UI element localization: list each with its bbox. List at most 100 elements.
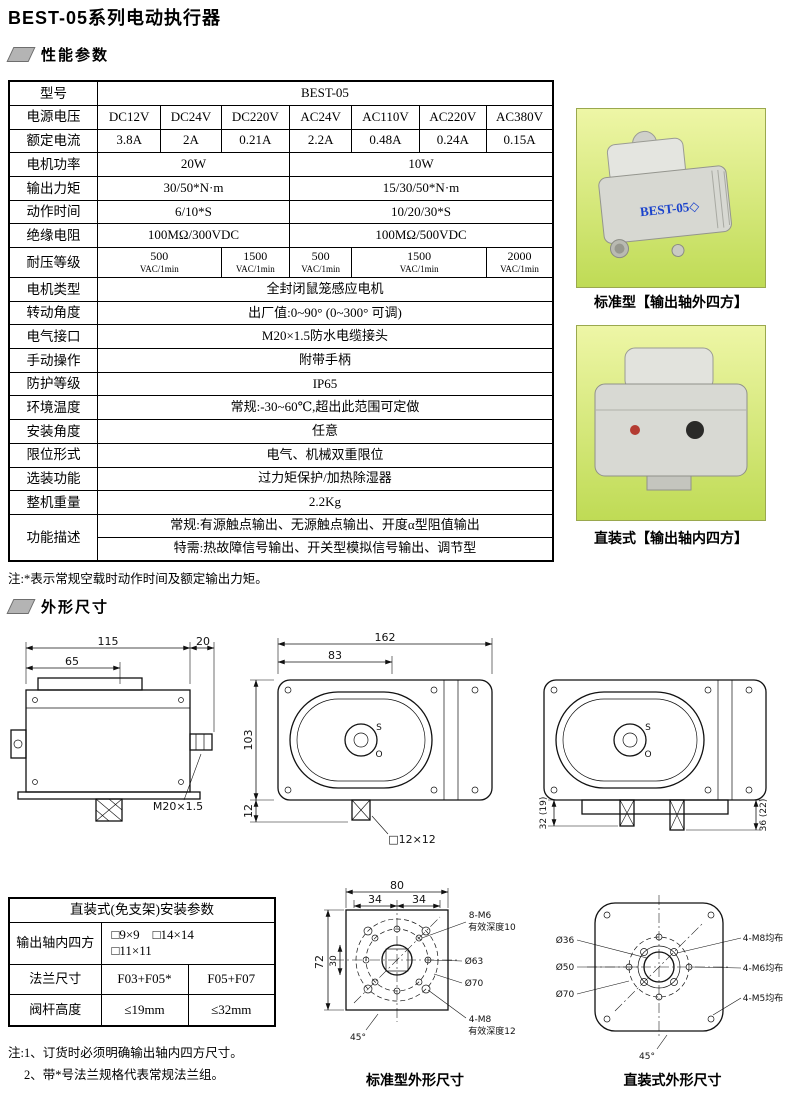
dim-103: 103 [242,730,255,751]
product-badge: BEST-05◇ [639,198,700,219]
dim-20: 20 [196,635,210,648]
label-4-m8: 4-M8 [469,1015,492,1025]
caption-direct-dimensions: 直装式外形尺寸 [623,1072,722,1088]
spec-value-rotation: 出厂值:0~90° (0~300° 可调) [96,300,554,326]
spec-label-withstand: 耐压等级 [8,247,98,279]
withstand-unit: VAC/1min [399,264,439,275]
spec-value-current-0: 3.8A [96,128,162,154]
mount-value-flange-1: F03+F05* [100,963,189,996]
spec-label-mounting: 安装角度 [8,419,98,444]
product-photo-direct [576,325,766,521]
withstand-value: 2000 [507,249,532,264]
spec-label-rotation: 转动角度 [8,300,98,326]
drawing-direct-top-view: S O 32 (19) 36 (22) [539,679,769,832]
spec-label-function: 功能描述 [8,513,98,562]
spec-value-weight: 2.2Kg [96,490,554,515]
spec-table: 型号 BEST-05 电源电压 DC12V DC24V DC220V AC24V… [8,80,554,562]
spec-value-optional: 过力矩保护/加热除湿器 [96,466,554,492]
label-4-m6-even: 4-M6均布 [743,962,783,974]
spec-value-time-dc: 6/10*S [96,199,290,225]
drawing-top-view: 162 83 103 12 S O □12×12 [242,631,493,846]
spec-value-current-3: 2.2A [288,128,353,154]
section-dimensions: 外形尺寸 [6,596,109,617]
label-d36: Ø36 [556,935,575,946]
withstand-unit: VAC/1min [139,264,179,275]
spec-label-current: 额定电流 [8,128,98,154]
spec-value-protection: IP65 [96,371,554,397]
spec-value-power-dc: 20W [96,152,290,177]
label-45-standard: 45° [350,1033,366,1043]
withstand-unit: VAC/1min [301,264,341,275]
spec-value-function-2: 特需:热故障信号输出、开关型模拟信号输出、调节型 [96,536,554,562]
drawing-standard-flange: 80 34 34 72 30 8-M6 有效深度10 Ø63 Ø70 4-M8 … [313,880,516,1043]
spec-value-mounting: 任意 [96,419,554,444]
spec-value-withstand-1: 1500 VAC/1min [220,247,290,279]
dim-65: 65 [65,655,79,668]
dim-30: 30 [329,955,339,967]
withstand-value: 1500 [243,249,268,264]
spec-label-interface: 电气接口 [8,324,98,350]
spec-label-temperature: 环境温度 [8,395,98,421]
mount-label-shaft: 输出轴内四方 [8,921,102,965]
shaft-size-label: □12×12 [388,833,436,846]
indicator-s-label: S [376,723,382,733]
mount-value-flange-2: F05+F07 [187,963,276,996]
drawing-direct-flange: Ø36 Ø50 Ø70 4-M8均布 4-M6均布 4-M5均布 45° [556,895,783,1062]
spec-value-manual: 附带手柄 [96,348,554,373]
spec-value-voltage-1: DC24V [160,104,222,130]
product-photo-standard: BEST-05◇ [576,108,766,288]
indicator-o-label: O [644,750,651,760]
dim-80: 80 [390,880,404,892]
shaft-options-line2: □11×11 [111,943,152,958]
caption-standard-dimensions: 标准型外形尺寸 [366,1072,464,1088]
spec-value-voltage-4: AC110V [351,104,420,130]
dim-72: 72 [313,955,326,969]
spec-value-withstand-3: 1500 VAC/1min [351,247,488,279]
drawing-side-view: 115 20 65 M20×1.5 [10,635,215,822]
logo-mark-icon [630,425,640,435]
spec-label-power: 电机功率 [8,152,98,177]
label-45-direct: 45° [639,1052,655,1062]
spec-value-current-5: 0.24A [418,128,488,154]
spec-label-torque: 输出力矩 [8,175,98,201]
section-marker-icon [6,599,36,614]
spec-value-current-2: 0.21A [220,128,290,154]
spec-value-insulation-dc: 100MΩ/300VDC [96,223,290,249]
label-8-m6: 8-M6 [469,911,492,921]
spec-value-power-ac: 10W [288,152,554,177]
spec-value-voltage-2: DC220V [220,104,290,130]
withstand-unit: VAC/1min [235,264,275,275]
spec-label-optional: 选装功能 [8,466,98,492]
spec-value-motor-type: 全封闭鼠笼感应电机 [96,277,554,302]
spec-label-voltage: 电源电压 [8,104,98,130]
footnote-1: 注:1、订货时必须明确输出轴内四方尺寸。 [8,1046,243,1060]
withstand-value: 500 [150,249,169,264]
label-m8-depth: 有效深度12 [468,1025,515,1037]
dim-34-right: 34 [412,893,426,906]
spec-value-withstand-2: 500 VAC/1min [288,247,353,279]
withstand-value: 500 [311,249,330,264]
dim-12: 12 [242,804,255,818]
product-photo-direct-image [577,326,765,520]
mount-value-stem-1: ≤19mm [100,994,189,1027]
spec-value-torque-ac: 15/30/50*N·m [288,175,554,201]
spec-value-voltage-0: DC12V [96,104,162,130]
section-marker-icon [6,47,36,62]
thread-label: M20×1.5 [153,800,203,813]
indicator-s-label: S [645,723,651,733]
spec-label-weight: 整机重量 [8,490,98,515]
dim-36-22: 36 (22) [759,799,769,832]
label-d63: Ø63 [465,956,484,967]
spec-value-model: BEST-05 [96,80,554,106]
footnote-2: 2、带*号法兰规格代表常规法兰组。 [24,1068,225,1082]
label-d70: Ø70 [465,978,484,989]
product-caption-direct: 直装式【输出轴内四方】 [594,530,748,546]
spec-value-torque-dc: 30/50*N·m [96,175,290,201]
spec-value-limit: 电气、机械双重限位 [96,442,554,468]
mount-table-title: 直装式(免支架)安装参数 [8,897,276,923]
spec-value-voltage-5: AC220V [418,104,488,130]
label-d70-direct: Ø70 [556,989,575,1000]
page-title: BEST-05系列电动执行器 [8,8,222,28]
spec-value-function-1: 常规:有源触点输出、无源触点输出、开度α型阻值输出 [96,513,554,538]
label-m6-depth: 有效深度10 [468,921,516,933]
